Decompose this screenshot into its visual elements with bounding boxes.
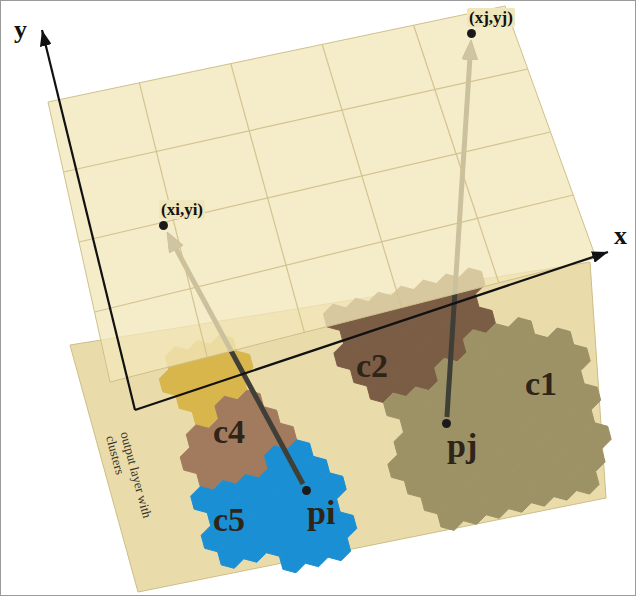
cluster-hexagon — [528, 480, 554, 506]
point-label: pj — [447, 428, 477, 464]
cluster-hexagon — [579, 445, 605, 471]
grid-line — [79, 132, 551, 242]
axis-label: y — [14, 16, 27, 44]
grid-plane — [48, 6, 596, 382]
point-dot — [467, 29, 476, 38]
point-label: (xi,yi) — [159, 200, 205, 219]
cluster-hexagon — [550, 474, 576, 500]
cluster-hexagon — [459, 268, 485, 294]
mapped-point: (xi,yi) — [155, 200, 209, 232]
neuron-point: pi — [300, 484, 337, 531]
cluster-hexagon — [279, 547, 305, 573]
grid-line — [322, 44, 401, 307]
grid-line — [231, 64, 305, 333]
cluster-hexagon — [505, 486, 531, 512]
mapping-arrow — [447, 50, 471, 417]
cluster-hexagon — [438, 504, 464, 530]
cluster-hexagon — [218, 542, 244, 568]
cluster-label: c1 — [525, 366, 557, 402]
point-label: (xj,yj) — [467, 8, 515, 27]
grid-line — [414, 25, 499, 283]
point-dot — [302, 486, 311, 495]
cluster-region: c4 — [205, 412, 275, 462]
neuron-point: pj — [440, 417, 479, 464]
grid-line — [64, 69, 528, 172]
cluster-hexagon — [325, 535, 351, 561]
point-dot — [442, 419, 451, 428]
cluster-hexagon — [460, 498, 486, 524]
x-axis — [135, 252, 608, 410]
cluster-hexagon — [483, 492, 509, 518]
cluster-hexagon — [302, 541, 328, 567]
cluster-hexagon — [240, 536, 266, 562]
mapped-point: (xj,yj) — [463, 8, 519, 40]
y-axis — [42, 30, 135, 410]
output-layer-plane — [70, 262, 606, 592]
axis-label: x — [614, 222, 627, 250]
cluster-hexagon — [575, 384, 601, 410]
cluster-region: c2 — [350, 346, 440, 396]
grid-line — [139, 83, 207, 357]
cluster-region: c1pj — [430, 360, 600, 455]
cluster-label: c2 — [356, 348, 388, 384]
cluster-hexagon — [573, 468, 599, 494]
cluster-hexagon — [564, 345, 590, 371]
cluster-hexagon — [585, 423, 611, 449]
cluster-label: c5 — [213, 502, 245, 538]
grid-line — [95, 195, 574, 312]
point-dot — [159, 221, 168, 230]
cluster-region: c5 pi — [205, 470, 365, 555]
point-label: pi — [307, 495, 335, 531]
cluster-label: c4 — [213, 414, 245, 450]
mapping-arrow — [172, 241, 303, 484]
